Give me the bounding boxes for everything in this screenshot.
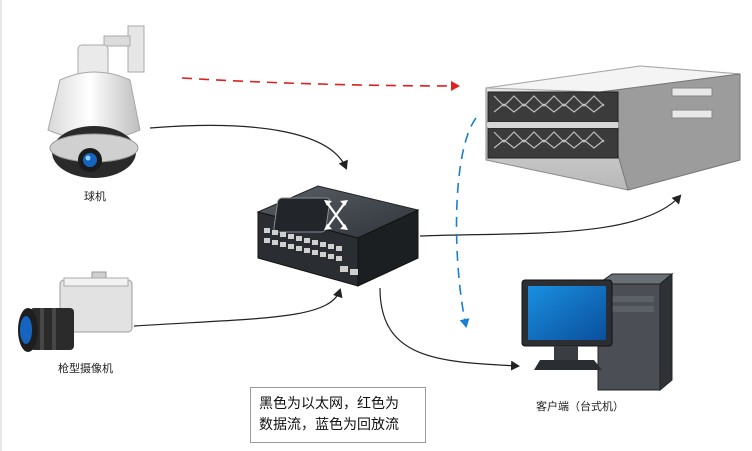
desktop-computer-icon [521, 272, 674, 392]
bullet-camera-icon [18, 271, 133, 352]
ethernet-line-switch-to-client [379, 287, 520, 371]
network-switch-icon [256, 185, 420, 287]
dome-camera-label: 球机 [84, 190, 106, 203]
ethernet-line-dome-to-switch [149, 124, 348, 170]
ethernet-line-bullet-to-switch [133, 288, 343, 327]
client-label: 客户端（台式机） [536, 400, 624, 413]
data-stream-arrow [181, 77, 460, 91]
legend-line-2: 数据流，蓝色为回放流 [259, 417, 399, 433]
server-icon [485, 65, 741, 191]
legend-line-1: 黑色为以太网，红色为 [259, 396, 399, 412]
bullet-camera-label: 枪型摄像机 [58, 362, 113, 375]
ethernet-line-switch-to-server [419, 194, 682, 237]
playback-stream-arrow [455, 117, 477, 328]
legend-note: 黑色为以太网，红色为 数据流，蓝色为回放流 [250, 387, 426, 443]
dome-camera-icon [47, 25, 145, 178]
